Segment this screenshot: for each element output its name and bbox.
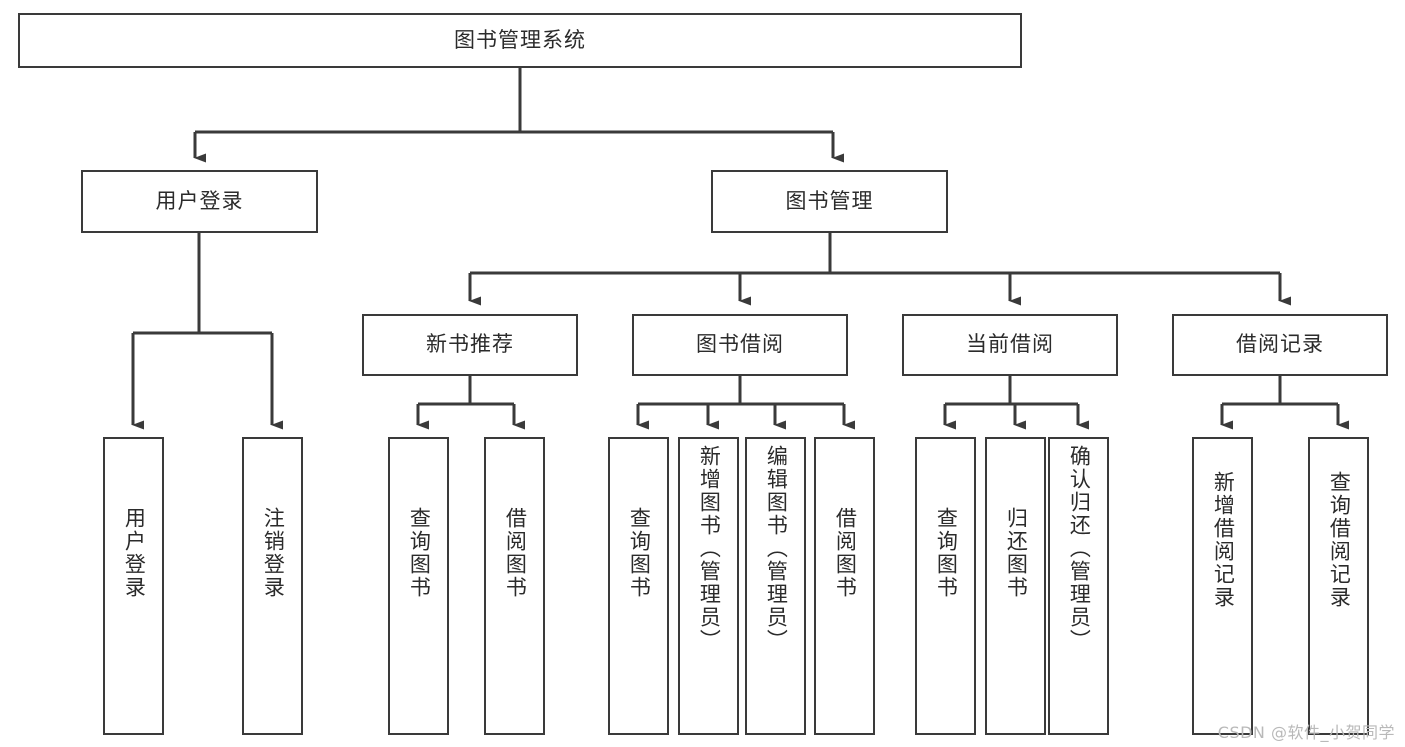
- node-leaf-edit-book-admin-label: 编辑图书（管理员）: [764, 445, 789, 652]
- node-leaf-user-login-label: 用户登录: [122, 507, 147, 599]
- node-leaf-add-borrow-record-label: 新增借阅记录: [1211, 471, 1236, 609]
- node-new-book-recommendation[interactable]: 新书推荐: [362, 314, 578, 376]
- node-leaf-logout-login[interactable]: 注销登录: [242, 437, 303, 735]
- node-leaf-edit-book-admin[interactable]: 编辑图书（管理员）: [745, 437, 806, 735]
- node-leaf-confirm-return-admin-label: 确认归还（管理员）: [1067, 445, 1092, 652]
- node-leaf-add-book-admin-label: 新增图书（管理员）: [697, 445, 722, 652]
- node-leaf-query-book-current-label: 查询图书: [934, 507, 959, 599]
- node-user-login[interactable]: 用户登录: [81, 170, 318, 233]
- node-leaf-confirm-return-admin[interactable]: 确认归还（管理员）: [1048, 437, 1109, 735]
- node-new-book-recommendation-label: 新书推荐: [426, 332, 514, 357]
- node-leaf-query-borrow-record[interactable]: 查询借阅记录: [1308, 437, 1369, 735]
- node-leaf-add-borrow-record[interactable]: 新增借阅记录: [1192, 437, 1253, 735]
- node-root-label: 图书管理系统: [454, 27, 586, 52]
- node-leaf-borrow-book-rec-label: 借阅图书: [503, 507, 528, 599]
- node-leaf-borrow-book-rec[interactable]: 借阅图书: [484, 437, 545, 735]
- node-leaf-query-book-current[interactable]: 查询图书: [915, 437, 976, 735]
- node-leaf-query-book-borrow-label: 查询图书: [627, 507, 652, 599]
- node-current-borrow-label: 当前借阅: [966, 332, 1054, 357]
- node-leaf-add-book-admin[interactable]: 新增图书（管理员）: [678, 437, 739, 735]
- node-leaf-query-book-rec-label: 查询图书: [407, 507, 432, 599]
- node-leaf-borrow-book-borrow-label: 借阅图书: [833, 507, 858, 599]
- node-leaf-logout-login-label: 注销登录: [261, 507, 286, 599]
- node-borrow-record-label: 借阅记录: [1236, 332, 1324, 357]
- node-book-borrow[interactable]: 图书借阅: [632, 314, 848, 376]
- node-borrow-record[interactable]: 借阅记录: [1172, 314, 1388, 376]
- node-leaf-query-book-borrow[interactable]: 查询图书: [608, 437, 669, 735]
- node-leaf-user-login[interactable]: 用户登录: [103, 437, 164, 735]
- node-book-manage-label: 图书管理: [785, 188, 874, 213]
- node-book-borrow-label: 图书借阅: [696, 332, 784, 357]
- csdn-watermark: CSDN @软件_小贺同学: [1217, 723, 1395, 742]
- node-book-manage[interactable]: 图书管理: [711, 170, 948, 233]
- node-user-login-label: 用户登录: [155, 188, 244, 213]
- node-leaf-query-borrow-record-label: 查询借阅记录: [1327, 471, 1352, 609]
- node-root-book-management-system[interactable]: 图书管理系统: [18, 13, 1022, 68]
- node-leaf-return-book[interactable]: 归还图书: [985, 437, 1046, 735]
- node-leaf-borrow-book-borrow[interactable]: 借阅图书: [814, 437, 875, 735]
- node-leaf-return-book-label: 归还图书: [1004, 507, 1029, 599]
- node-current-borrow[interactable]: 当前借阅: [902, 314, 1118, 376]
- node-leaf-query-book-rec[interactable]: 查询图书: [388, 437, 449, 735]
